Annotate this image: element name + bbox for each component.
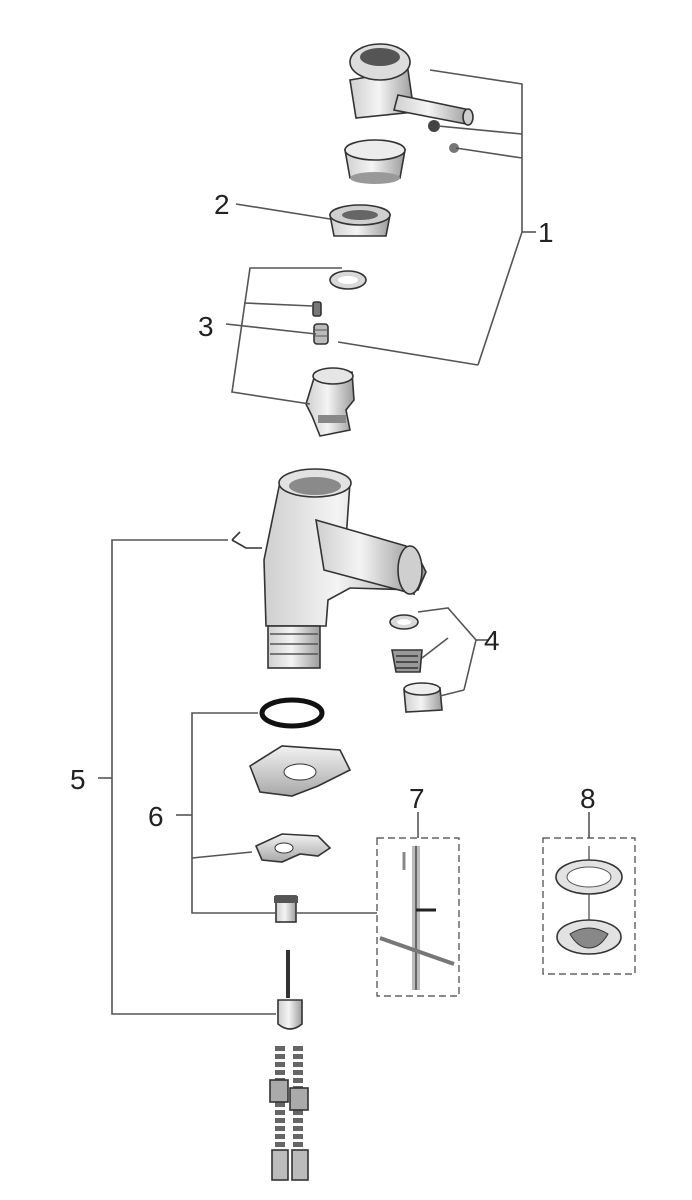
- threaded-nut: [274, 895, 298, 923]
- mounting-bracket: [254, 833, 332, 863]
- callout-label-8: 8: [580, 783, 596, 814]
- mounting-pin: [231, 531, 262, 549]
- nut-cap: [277, 999, 303, 1030]
- cartridge-spring: [313, 323, 329, 345]
- aerator-housing: [403, 682, 443, 713]
- leader-lines: [98, 69, 590, 1015]
- cartridge-seal: [329, 270, 367, 290]
- threaded-rod: [286, 950, 290, 998]
- callout-label-6: 6: [148, 801, 164, 832]
- rubber-gasket: [249, 745, 352, 797]
- callout-label-1: 1: [538, 217, 554, 248]
- o-ring: [259, 697, 325, 729]
- callout-label-2: 2: [214, 189, 230, 220]
- waste-plug-box: [542, 837, 636, 975]
- callout-labels: 1 2 3 4 5 6 7 8: [70, 189, 596, 832]
- callout-label-5: 5: [70, 764, 86, 795]
- callout-label-7: 7: [409, 783, 425, 814]
- cartridge-body: [305, 367, 355, 437]
- callout-label-4: 4: [484, 625, 500, 656]
- cartridge-pin: [312, 301, 322, 317]
- cap-ring: [344, 139, 406, 184]
- lever-handle: [349, 43, 474, 126]
- aerator-insert: [391, 649, 423, 673]
- aerator-washer: [389, 614, 419, 630]
- set-screw: [428, 120, 459, 153]
- cartridge-cap: [329, 204, 391, 237]
- mixer-body: [263, 468, 427, 669]
- callout-label-3: 3: [198, 311, 214, 342]
- pop-up-rod-box: [376, 837, 460, 997]
- supply-hoses: [269, 1046, 309, 1181]
